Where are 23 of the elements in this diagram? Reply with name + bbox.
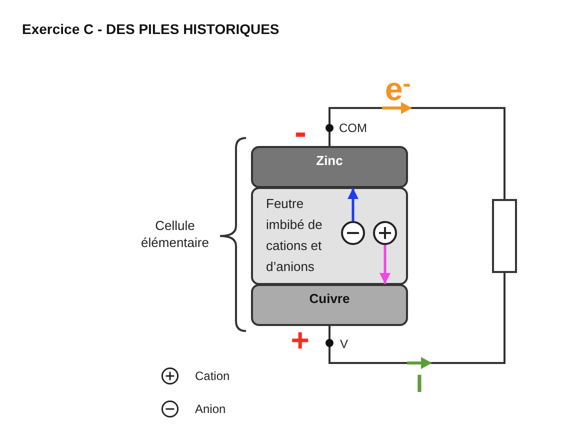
electrode-label: Zinc: [316, 153, 343, 169]
electrode-block: [251, 284, 408, 326]
plus-circle-icon: [373, 221, 397, 245]
arrow: [380, 245, 390, 284]
arrow: [348, 188, 358, 221]
felt-layer: [251, 187, 408, 285]
felt-description: Feutre imbibé de cations et d’anions: [266, 195, 324, 276]
electrode-label: Cuivre: [309, 291, 350, 307]
legend-label: Cation: [195, 369, 230, 383]
minus-circle-icon: [341, 221, 365, 245]
electron-label: e$^{-}$: [385, 78, 411, 100]
electrode-block: [251, 146, 408, 188]
resistor-symbol: [492, 199, 517, 273]
terminal-label: COM: [339, 121, 367, 135]
polarity-sign: +: [290, 331, 310, 350]
wire: [328, 107, 506, 199]
cell-label: Cellule élémentaire: [140, 216, 210, 250]
polarity-sign: -: [294, 125, 306, 140]
terminal-label: V: [340, 337, 348, 351]
current-label: I: [416, 372, 423, 397]
legend-label: Anion: [195, 402, 226, 416]
wire: [328, 273, 506, 364]
title: Exercice C - DES PILES HISTORIQUES: [22, 21, 280, 37]
